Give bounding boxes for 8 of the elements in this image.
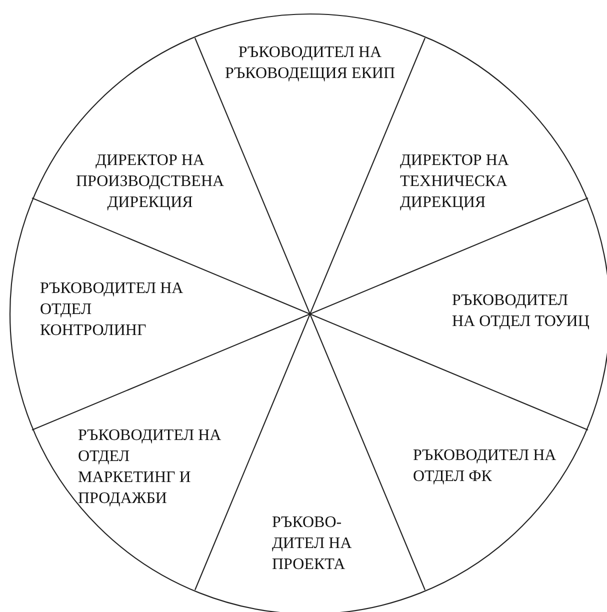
sector-label: РЪКОВОДИТЕЛ НА РЪКОВОДЕЩИЯ ЕКИП [215,42,405,84]
sector-label: РЪКОВО- ДИТЕЛ НА ПРОЕКТА [272,512,362,575]
sector-label: ДИРЕКТОР НА ПРОИЗВОДСТВЕНА ДИРЕКЦИЯ [60,150,240,213]
sector-label: РЪКОВОДИТЕЛ НА ОТДЕЛ МАРКЕТИНГ И ПРОДАЖБИ [78,425,228,509]
sector-label: РЪКОВОДИТЕЛ НА ОТДЕЛ ТОУИЦ [452,290,592,332]
sector-label: ДИРЕКТОР НА ТЕХНИЧЕСКА ДИРЕКЦИЯ [400,150,550,213]
sector-label: РЪКОВОДИТЕЛ НА ОТДЕЛ ФК [413,445,563,487]
sector-label: РЪКОВОДИТЕЛ НА ОТДЕЛ КОНТРОЛИНГ [40,278,190,341]
